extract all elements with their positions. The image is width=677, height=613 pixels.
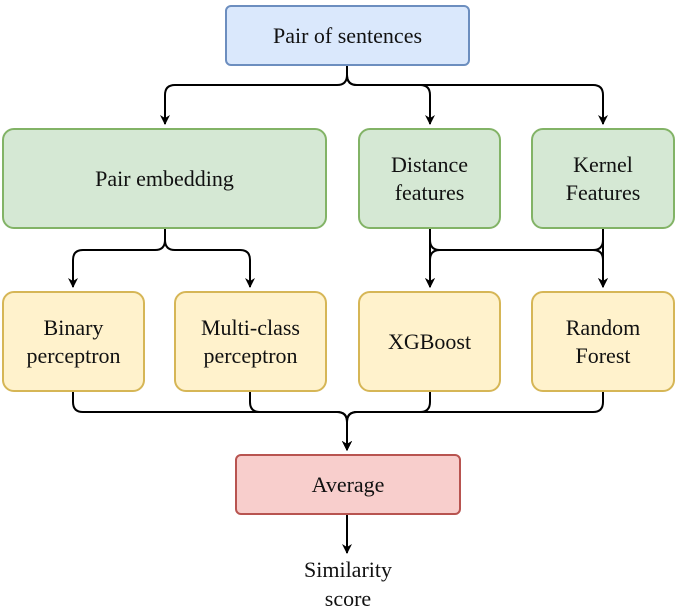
edge-input-to-kernel-features bbox=[346, 66, 608, 125]
edge-embedding-to-multiclass-perceptron bbox=[164, 229, 255, 288]
model-node-multiclass-perceptron: Multi-class perceptron bbox=[174, 291, 327, 392]
multiclass-perceptron-label: Multi-class perceptron bbox=[201, 314, 300, 368]
input-node-label: Pair of sentences bbox=[272, 22, 423, 48]
random-forest-label: Random Forest bbox=[565, 314, 641, 368]
model-node-binary-perceptron: Binary perceptron bbox=[2, 291, 145, 392]
input-node-pair-of-sentences: Pair of sentences bbox=[225, 5, 470, 66]
pair-embedding-label: Pair embedding bbox=[95, 165, 234, 191]
output-similarity-score: Similarity score bbox=[304, 557, 392, 611]
edge-kernel-to-xgboost bbox=[425, 229, 604, 288]
edge-binary-to-average bbox=[72, 392, 352, 451]
feature-node-pair-embedding: Pair embedding bbox=[2, 128, 327, 229]
xgboost-label: XGBoost bbox=[387, 328, 472, 354]
average-label: Average bbox=[311, 471, 385, 497]
aggregation-node-average: Average bbox=[235, 454, 461, 515]
edge-random-forest-to-average bbox=[342, 392, 604, 451]
edge-xgboost-to-average bbox=[342, 392, 431, 451]
edge-multiclass-to-average bbox=[249, 392, 352, 451]
kernel-features-label: Kernel Features bbox=[565, 151, 641, 205]
binary-perceptron-label: Binary perceptron bbox=[26, 314, 121, 368]
edge-input-to-distance-features bbox=[346, 66, 435, 125]
distance-features-label: Distance features bbox=[391, 151, 468, 205]
edge-input-to-pair-embedding bbox=[160, 66, 348, 125]
model-node-xgboost: XGBoost bbox=[358, 291, 501, 392]
feature-node-kernel-features: Kernel Features bbox=[531, 128, 675, 229]
edge-embedding-to-binary-perceptron bbox=[68, 229, 166, 288]
model-node-random-forest: Random Forest bbox=[531, 291, 675, 392]
feature-node-distance-features: Distance features bbox=[358, 128, 501, 229]
edge-distance-to-random-forest bbox=[429, 229, 608, 288]
